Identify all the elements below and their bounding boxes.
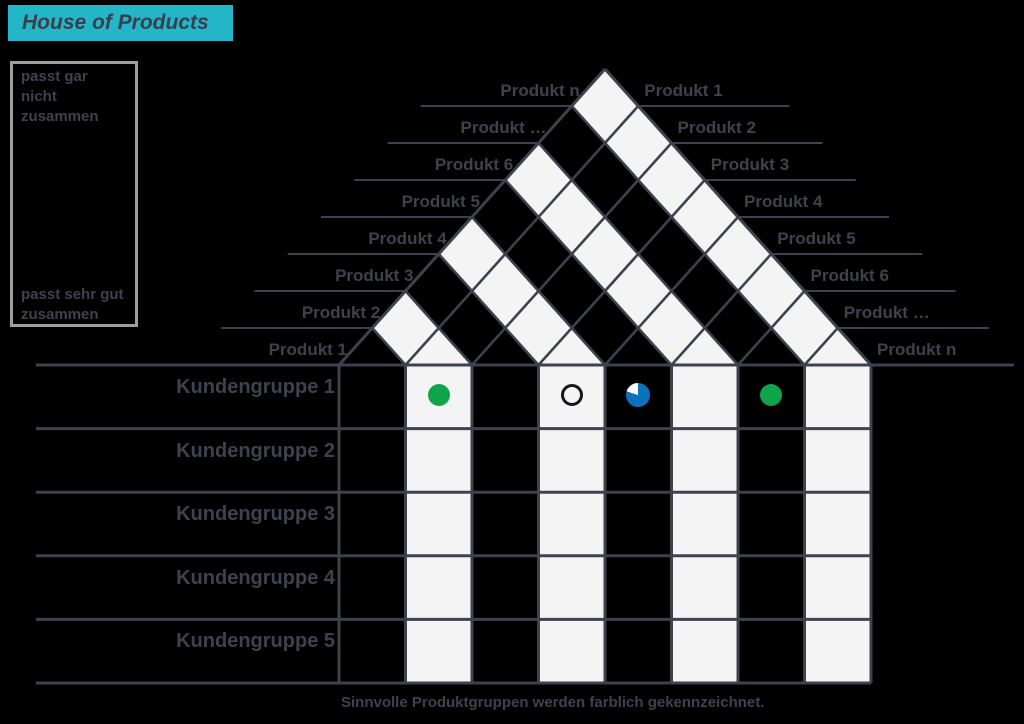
lattice-line: [404, 290, 473, 366]
product-label-left: Produkt n: [500, 81, 580, 100]
column-band: [405, 365, 472, 683]
lattice-line: [404, 105, 640, 366]
lattice-line: [803, 327, 839, 366]
column-band: [671, 365, 738, 683]
row-label: Kundengruppe 3: [176, 503, 335, 526]
product-label-right: Produkt 5: [777, 229, 856, 248]
page-title: House of Products: [22, 11, 209, 34]
product-label-left: Produkt 6: [434, 155, 514, 174]
product-label-right: Produkt 3: [710, 155, 790, 174]
roof-cell: [405, 328, 472, 365]
roof-cell: [538, 328, 605, 365]
product-label-left: Produkt 2: [301, 303, 381, 322]
lattice-line: [371, 327, 407, 366]
lattice-line: [670, 253, 773, 366]
lattice-line: [437, 253, 540, 366]
product-label-left: Produkt 5: [401, 192, 480, 211]
marker-filled-dot: [760, 384, 783, 406]
roof-cell: [804, 328, 871, 365]
row-label: Kundengruppe 1: [176, 376, 335, 398]
lattice-line: [504, 179, 673, 366]
row-label: Kundengruppe 2: [176, 439, 335, 462]
product-label-right: Produkt 2: [677, 118, 756, 137]
row-label: Kundengruppe 4: [176, 566, 335, 589]
product-label-right: Produkt 6: [810, 266, 889, 285]
lattice-line: [537, 142, 739, 366]
marker-open-ring: [560, 384, 583, 406]
product-label-left: Produkt …: [460, 118, 547, 137]
row-label: Kundengruppe 5: [176, 630, 335, 653]
product-label-left: Produkt 3: [335, 266, 414, 285]
title-banner: House of Products: [8, 5, 233, 41]
lattice-line: [537, 179, 706, 366]
marker-pie: [626, 383, 651, 407]
product-label-left: Produkt 1: [268, 340, 347, 359]
column-band: [538, 365, 605, 683]
product-label-right: Produkt n: [877, 340, 957, 359]
legend-box: passt gar nicht zusammen passt sehr gut …: [10, 61, 138, 327]
product-label-left: Produkt 4: [368, 229, 447, 248]
marker-filled-dot: [427, 384, 450, 406]
legend-top-label: passt gar nicht zusammen: [21, 68, 99, 125]
product-label-right: Produkt …: [843, 303, 930, 322]
caption: Sinnvolle Produktgruppen werden farblich…: [341, 694, 765, 711]
product-label-right: Produkt 1: [644, 81, 723, 100]
lattice-line: [570, 105, 806, 366]
column-band: [804, 365, 871, 683]
product-label-right: Produkt 4: [744, 192, 823, 211]
legend-bottom-label: passt sehr gut zusammen: [21, 286, 124, 323]
roof-cell: [671, 328, 738, 365]
lattice-line: [471, 216, 606, 366]
